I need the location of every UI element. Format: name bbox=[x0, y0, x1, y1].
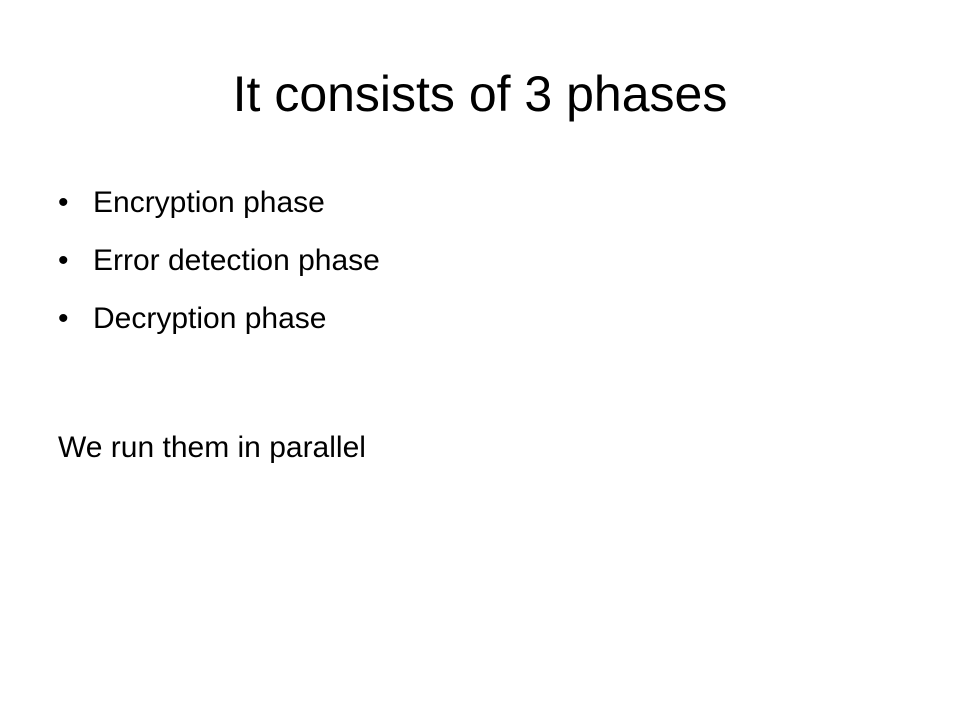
bullet-item-decryption: • Decryption phase bbox=[58, 290, 380, 348]
bullet-label: Error detection phase bbox=[93, 244, 380, 277]
bullet-label: Decryption phase bbox=[93, 302, 327, 335]
bullet-label: Encryption phase bbox=[93, 186, 325, 219]
bullet-list: • Encryption phase • Error detection pha… bbox=[58, 174, 380, 348]
bullet-icon: • bbox=[58, 244, 69, 277]
bullet-icon: • bbox=[58, 302, 69, 335]
bullet-item-error-detection: • Error detection phase bbox=[58, 232, 380, 290]
bullet-item-encryption: • Encryption phase bbox=[58, 174, 380, 232]
slide-title: It consists of 3 phases bbox=[232, 66, 728, 122]
bullet-icon: • bbox=[58, 186, 69, 219]
slide-note: We run them in parallel bbox=[58, 431, 366, 464]
